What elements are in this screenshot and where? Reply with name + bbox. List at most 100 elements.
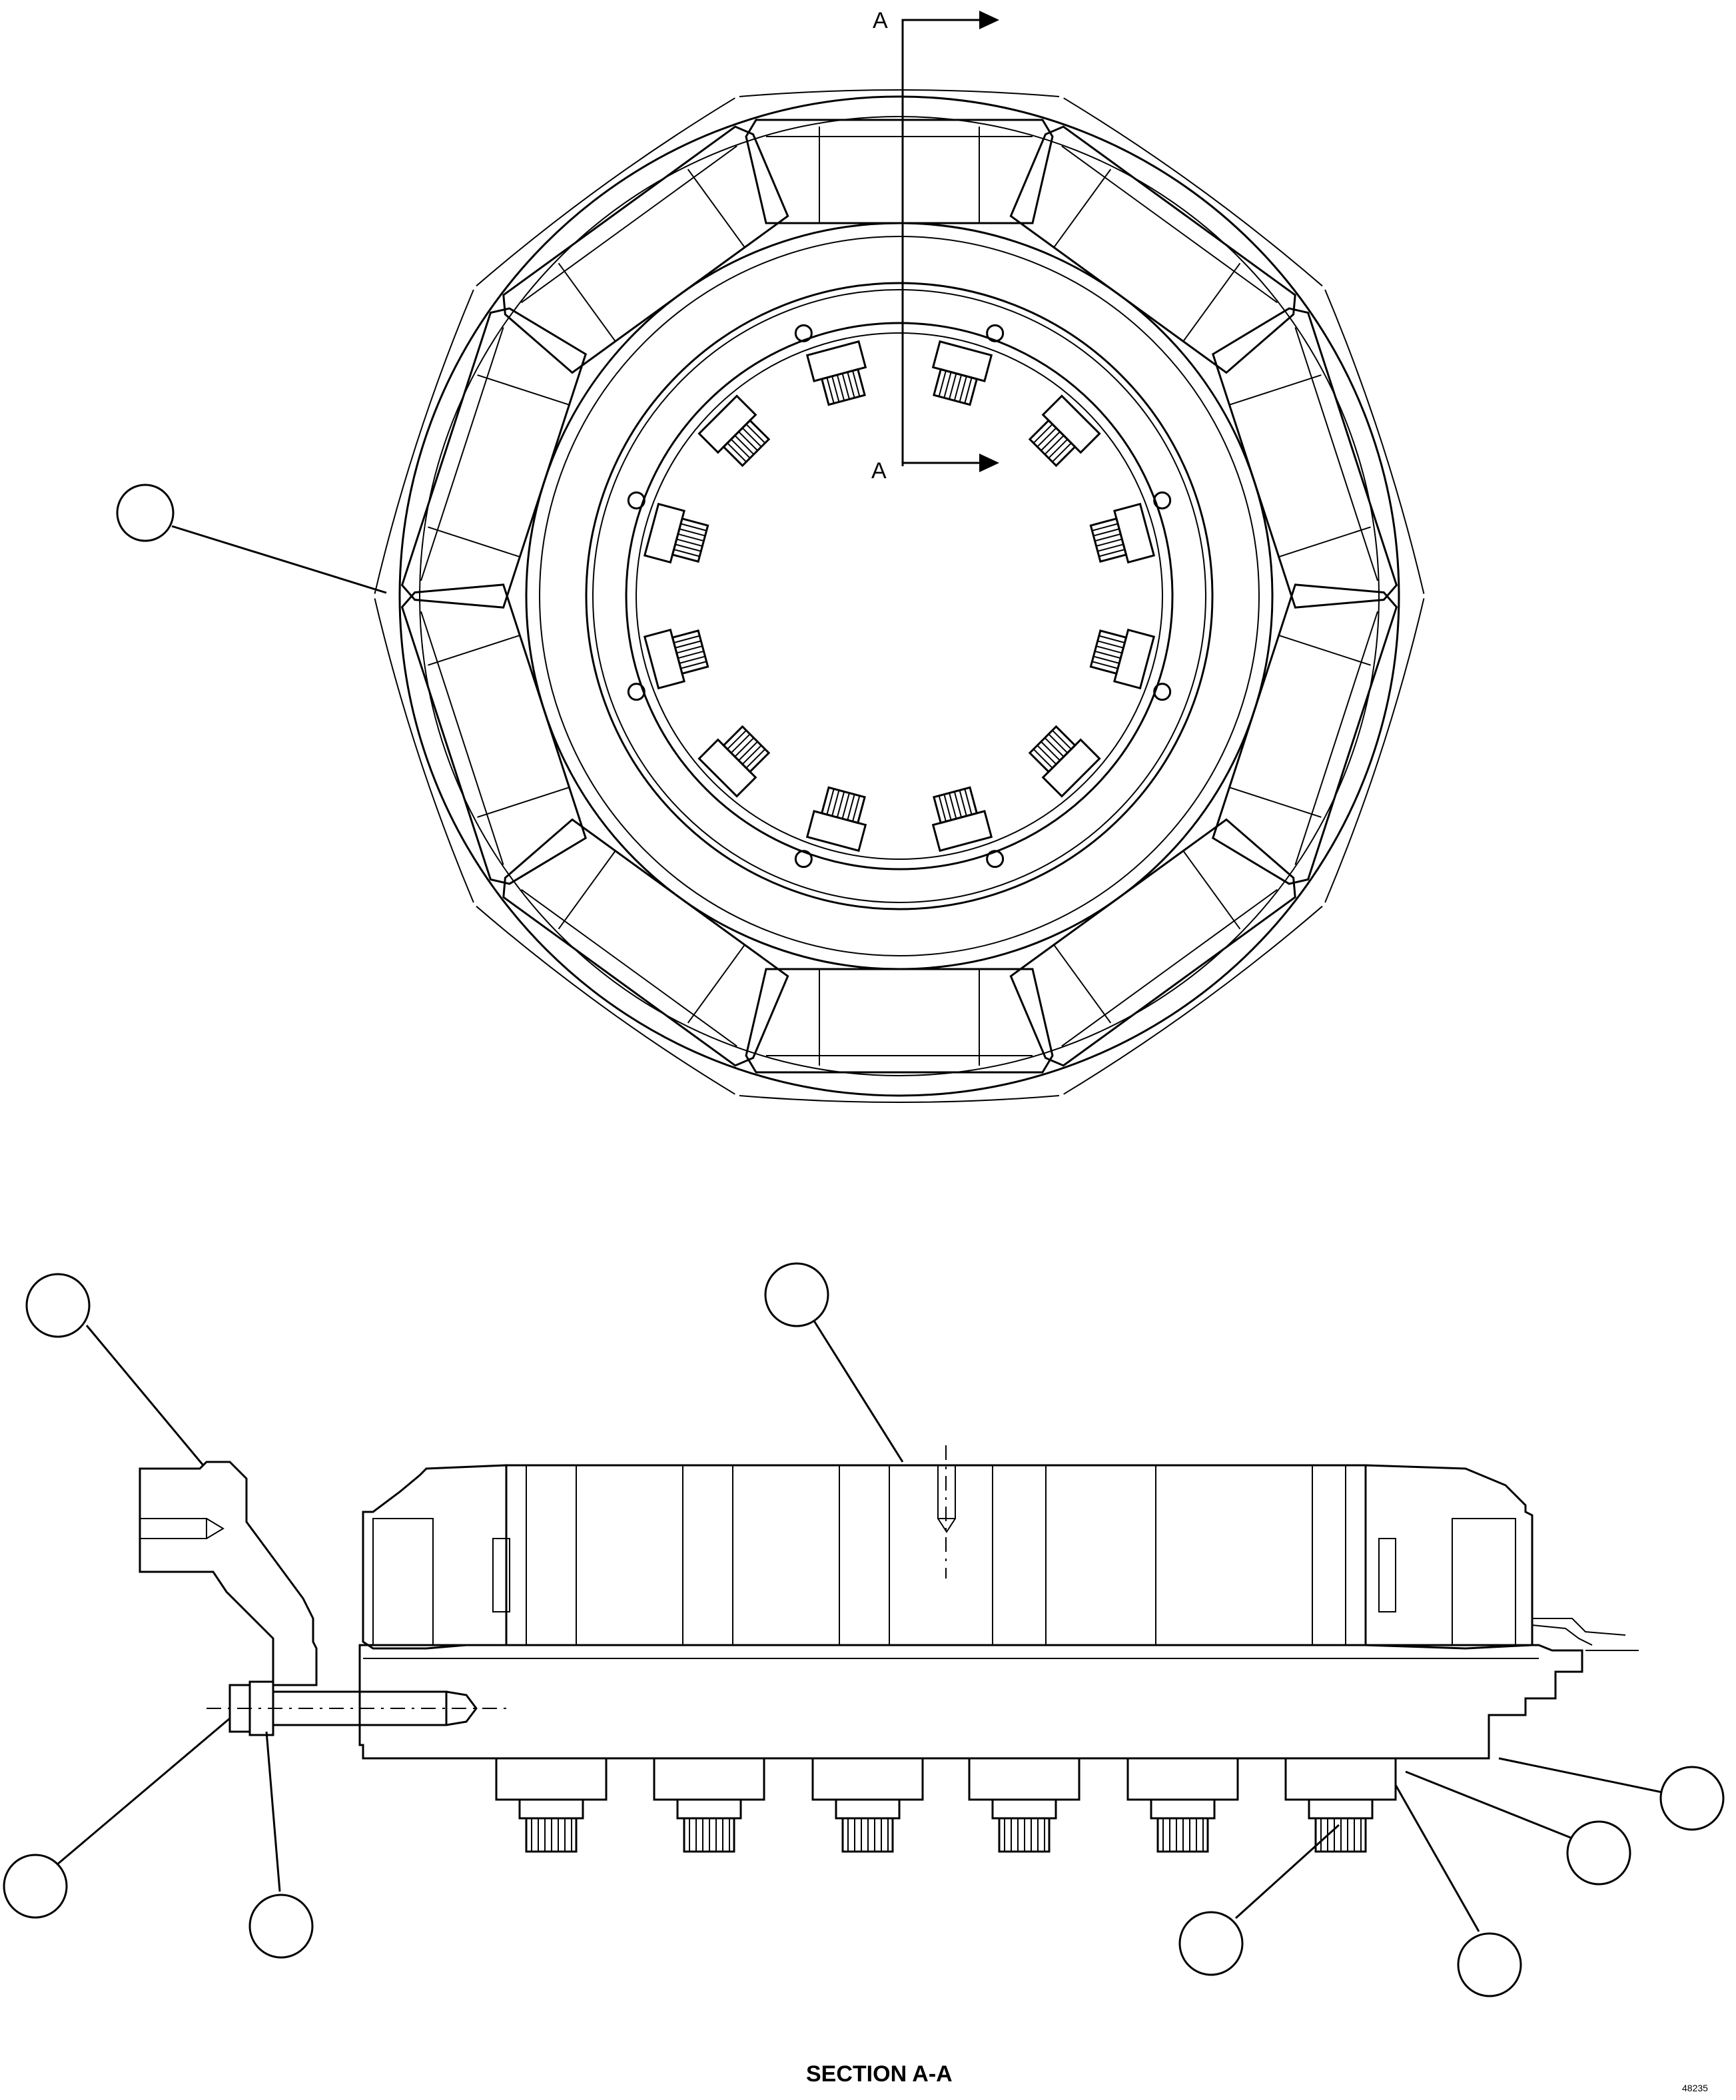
- segment-divider: [428, 526, 520, 558]
- housing-ring-3: [585, 282, 1214, 910]
- terminal-washer: [991, 1798, 1057, 1820]
- segment-cap: [739, 89, 1060, 97]
- bolt-knurl: [953, 791, 963, 818]
- bolt-knurl: [938, 370, 947, 397]
- bolt-head: [933, 368, 979, 406]
- inner-bolt: [697, 725, 771, 798]
- inner-bolt: [643, 628, 709, 690]
- segment-cap: [374, 598, 474, 903]
- segment-outline: [1009, 125, 1296, 374]
- stator-segment: [1009, 97, 1323, 374]
- mounting-hole: [1153, 683, 1172, 701]
- segment-edge: [521, 145, 737, 304]
- bolt-knurl: [1097, 640, 1124, 649]
- left-coil-tab: [492, 1538, 510, 1612]
- base-plate: [358, 1644, 1583, 1760]
- bolt-knurl: [1048, 438, 1069, 459]
- housing-ring-2: [539, 236, 1260, 956]
- segment-cap: [1063, 905, 1323, 1095]
- bolt-knurl: [680, 523, 707, 531]
- bolt-knurl: [730, 438, 751, 459]
- bolt-knurl: [1096, 645, 1122, 654]
- bolt-knurl: [1052, 442, 1072, 463]
- segment-edge: [420, 611, 504, 865]
- segment-divider: [1182, 262, 1241, 342]
- segment-edge: [1294, 327, 1378, 581]
- terminal-base: [495, 1757, 608, 1801]
- bolt-knurl: [826, 377, 835, 404]
- bolt-knurl: [847, 372, 855, 398]
- segment-outline: [1211, 583, 1398, 885]
- bolt-knurl: [943, 794, 952, 821]
- mounting-hole: [1153, 491, 1172, 510]
- bolt-knurl: [741, 745, 762, 765]
- bolt-knurl: [841, 793, 850, 819]
- segment-edge: [420, 327, 504, 581]
- bolt-knurl: [836, 374, 845, 401]
- segment-divider: [477, 787, 570, 818]
- right-coil-tab: [1378, 1538, 1396, 1612]
- segment-outline: [745, 119, 1054, 224]
- section-marker-top: A: [873, 8, 888, 33]
- bolt-knurl: [679, 655, 705, 664]
- bolt-knurl: [831, 376, 840, 402]
- callout-section-top-center: [764, 1262, 904, 1463]
- stator-segment: [1009, 818, 1323, 1095]
- mounting-hole: [986, 850, 1005, 869]
- bolt-knurl: [1044, 737, 1065, 757]
- bolt-knurl: [852, 795, 861, 822]
- bolt-knurl: [959, 376, 967, 402]
- stator-segments: [374, 89, 1425, 1103]
- segment-divider: [428, 634, 520, 666]
- section-line: [901, 19, 979, 466]
- inner-bolt: [1089, 502, 1156, 564]
- bolt-head: [671, 629, 709, 675]
- mounting-hole: [627, 683, 646, 701]
- bolt-knurl: [1041, 431, 1061, 452]
- callout-top-left: [116, 484, 387, 594]
- bolt-knurl: [943, 372, 952, 398]
- section-line-lower: [901, 460, 979, 464]
- segment-divider: [1278, 634, 1371, 666]
- bolt-knurl: [1052, 729, 1072, 750]
- section-view: SECTION A-A 48235: [3, 1262, 1725, 2093]
- terminal-bolt: [1126, 1757, 1239, 1853]
- stator-segment: [374, 289, 588, 609]
- bolt-head: [722, 419, 771, 468]
- bolt-knurl: [1044, 435, 1065, 455]
- bolt-shank: [272, 1690, 448, 1726]
- bolt-knurl: [1094, 650, 1121, 659]
- section-caption: SECTION A-A: [806, 2061, 953, 2087]
- bolt-knurl: [738, 741, 758, 761]
- mounting-hole: [794, 850, 813, 869]
- segment-divider: [1278, 526, 1371, 558]
- segment-cap: [374, 289, 474, 594]
- bolt-knurl: [741, 427, 762, 448]
- section-arrow-top: [979, 11, 999, 29]
- bolt-knurl: [745, 749, 766, 769]
- inner-bolt: [1089, 628, 1156, 690]
- mounting-holes: [627, 324, 1172, 869]
- bolt-knurl: [841, 373, 850, 400]
- inner-bolt: [697, 394, 771, 468]
- stator-segment: [476, 818, 789, 1095]
- bolt-knurl: [949, 373, 957, 400]
- bolt-head: [820, 786, 866, 825]
- bolt-head: [1089, 517, 1128, 563]
- bolt-head: [722, 725, 771, 773]
- bolt-knurl: [826, 789, 835, 815]
- stator-segment: [739, 89, 1060, 224]
- bolt-knurl: [1096, 538, 1122, 547]
- stator-segment: [476, 97, 789, 374]
- mounting-hole: [986, 324, 1005, 342]
- bolt-knurl: [953, 374, 963, 401]
- section-marker-bottom: A: [871, 458, 887, 484]
- callout-section-right-1: [1498, 1757, 1725, 1831]
- bolt-knurl: [734, 737, 755, 757]
- bolt-knurl: [964, 377, 973, 404]
- bolt-knurl: [679, 528, 705, 537]
- segment-outline: [400, 583, 588, 885]
- bolt-knurl: [1093, 528, 1120, 537]
